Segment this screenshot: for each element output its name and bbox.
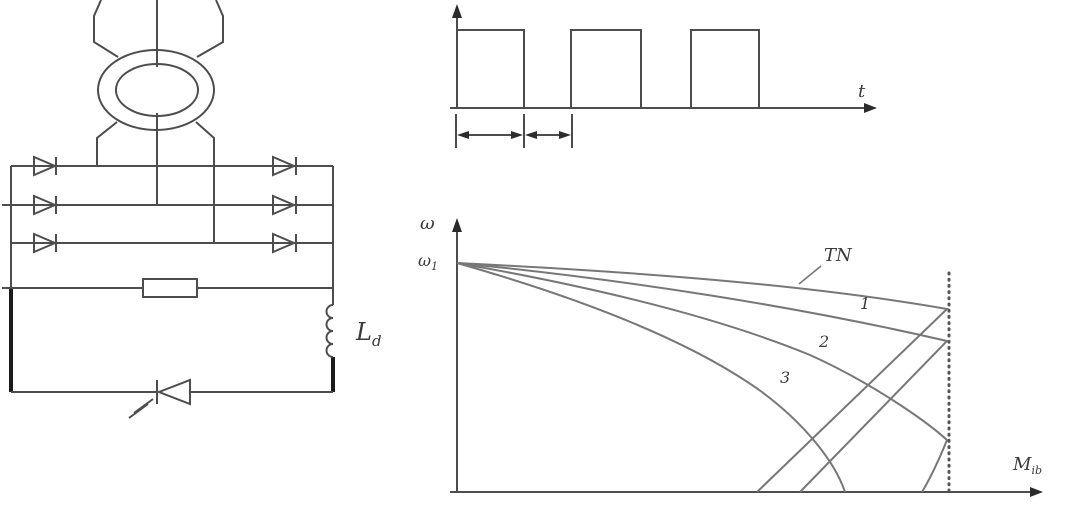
diode-icon-right-1 [272, 155, 297, 177]
torque-axis-arrow-icon [1030, 487, 1043, 497]
phase-lead-right [196, 0, 224, 58]
rotor-lead-right [195, 121, 215, 243]
stator-leads [93, 0, 224, 67]
dim-arrow-off-time [525, 131, 571, 139]
tn-leader-line [798, 265, 822, 285]
rotor-leads [96, 113, 215, 243]
curve-2 [456, 262, 949, 493]
omega-axis-label: ω [420, 213, 435, 234]
circuit-diagram: Ld [2, 0, 382, 419]
curve-label-3: 3 [780, 368, 790, 387]
inductor-label: Ld [355, 318, 382, 350]
diode-icon-right-2 [272, 194, 297, 216]
thyristor-icon [128, 378, 191, 419]
rectifier-bridge [2, 155, 335, 392]
resistor-branch [2, 278, 333, 298]
inductor-icon [325, 304, 334, 358]
pulse-waveform [456, 29, 760, 108]
motor-inner-ring [115, 63, 199, 117]
omega-axis-arrow-icon [452, 218, 462, 232]
pulse-x-arrow-icon [864, 103, 877, 113]
curve-3 [456, 262, 846, 493]
curve-natural [456, 262, 950, 493]
curve-label-2: 2 [818, 332, 829, 351]
diode-icon-left-1 [33, 155, 58, 177]
rotor-lead-left [96, 121, 118, 166]
pulse-y-arrow-icon [452, 4, 462, 18]
torque-axis-label: Mib [1012, 454, 1042, 477]
time-axis-label: t [858, 81, 866, 102]
diode-icon-left-3 [33, 232, 58, 254]
curve-label-natural: TN [824, 245, 853, 266]
pulse-dimension-marks [455, 114, 573, 148]
resistor-icon [142, 278, 198, 298]
phase-lead-left [93, 0, 119, 58]
curve-label-1: 1 [860, 294, 870, 313]
omega1-label: ω1 [418, 251, 438, 273]
pulse-plot: t [450, 4, 877, 148]
smoothing-inductor: Ld [325, 304, 382, 358]
dim-arrow-on-time [457, 131, 523, 139]
curve-1 [456, 262, 949, 493]
diode-icon-right-3 [272, 232, 297, 254]
diode-icon-left-2 [33, 194, 58, 216]
torque-speed-plot: ω ω1 Mib TN 1 2 3 [418, 213, 1043, 497]
thyristor-branch [11, 378, 333, 419]
